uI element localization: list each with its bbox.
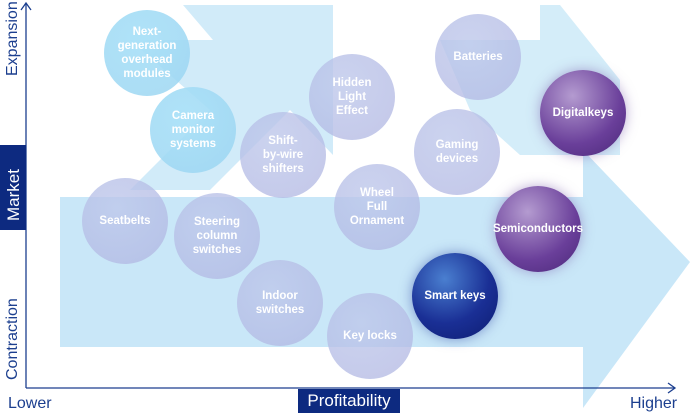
x-axis-arrowhead xyxy=(667,382,677,394)
bubble-label: Smart keys xyxy=(424,290,486,302)
x-axis-title: Profitability xyxy=(298,389,400,413)
x-axis-high-label: Higher xyxy=(630,395,678,412)
bubble-digitalkeys: Digitalkeys xyxy=(540,70,626,156)
bubble-label: Batteries xyxy=(453,51,503,63)
bubble-batteries: Batteries xyxy=(435,14,521,100)
x-axis-low-label: Lower xyxy=(8,395,52,412)
bubble-label: Digitalkeys xyxy=(552,107,614,119)
bubble-semiconductors: Semiconductors xyxy=(492,186,584,272)
bubble-label: Key locks xyxy=(343,330,397,342)
y-axis-title: Market xyxy=(4,169,23,221)
y-axis-high-label: Expansion xyxy=(4,1,21,76)
bubble-label: Seatbelts xyxy=(99,215,151,227)
y-axis-title-box: Market xyxy=(0,145,26,230)
y-axis-low-label: Contraction xyxy=(4,298,21,380)
bubble-label: Semiconductors xyxy=(492,223,584,235)
bubble-smart-keys: Smart keys xyxy=(412,253,498,339)
bubble-key-locks: Key locks xyxy=(327,293,413,379)
bubble-seatbelts: Seatbelts xyxy=(82,178,168,264)
y-axis-arrowhead xyxy=(20,1,32,11)
